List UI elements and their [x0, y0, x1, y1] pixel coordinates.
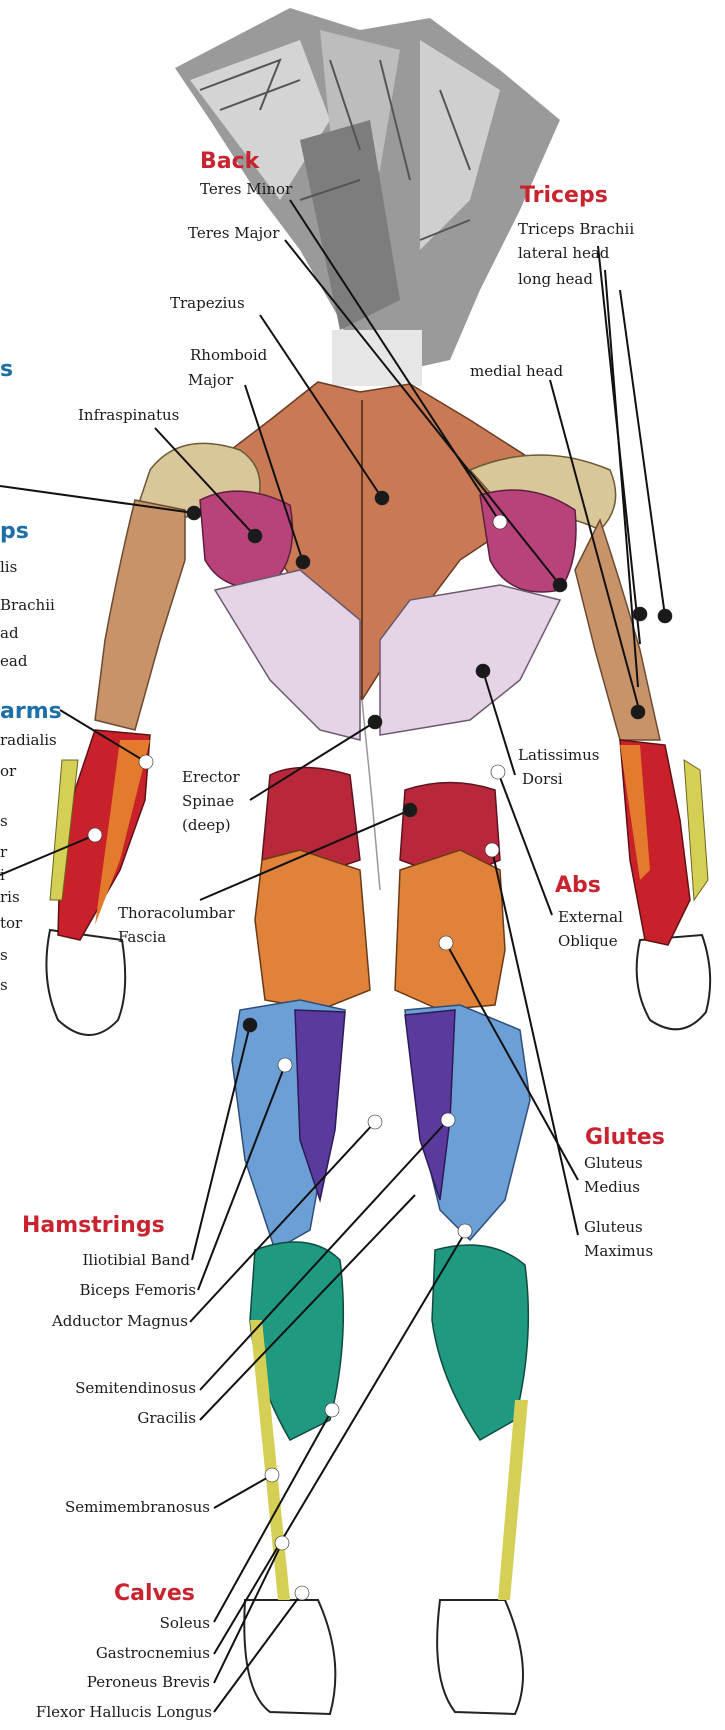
dot-semimembranosus [265, 1468, 279, 1482]
left-edge-cut-labels: lisBrachiiadeadradialisorsriristorss [0, 558, 57, 994]
dot-forearm-1 [139, 755, 153, 769]
group-title-hamstrings: Hamstrings [22, 1213, 165, 1238]
cut-label-5: or [0, 762, 17, 780]
label-lateral-head: lateral head [518, 244, 610, 262]
group-title-partial-2: ps [0, 519, 29, 544]
label-gluteus-medius-2: Medius [584, 1178, 640, 1196]
label-gluteus-maximus-1: Gluteus [584, 1218, 643, 1236]
cut-label-0: lis [0, 558, 17, 576]
cut-label-12: s [0, 976, 8, 994]
dot-medial-head [631, 705, 645, 719]
dot-triceps-brachii [633, 607, 647, 621]
cut-label-9: ris [0, 888, 20, 906]
label-semimembranosus: Semimembranosus [65, 1498, 210, 1516]
dot-deltoid [187, 506, 201, 520]
dot-semitendinosus [441, 1113, 455, 1127]
label-teres-minor: Teres Minor [200, 180, 293, 198]
label-peroneus-brevis: Peroneus Brevis [87, 1673, 210, 1691]
cut-label-11: s [0, 946, 8, 964]
label-soleus: Soleus [160, 1614, 210, 1632]
group-title-glutes: Glutes [585, 1125, 665, 1150]
cut-label-6: s [0, 812, 8, 830]
dot-thoracolumbar [403, 803, 417, 817]
dot-gastrocnemius [325, 1403, 339, 1417]
dot-gluteus-maximus [439, 936, 453, 950]
dot-trapezius [375, 491, 389, 505]
dot-external-oblique [485, 843, 499, 857]
label-iliotibial-band: Iliotibial Band [82, 1251, 190, 1269]
group-title-abs: Abs [555, 873, 601, 898]
label-thoracolumbar-2: Fascia [118, 928, 166, 946]
dot-adductor-magnus [368, 1115, 382, 1129]
label-rhomboid-1: Rhomboid [190, 346, 268, 364]
label-flexor-hallucis-longus: Flexor Hallucis Longus [36, 1703, 212, 1721]
label-latissimus-2: Dorsi [522, 770, 563, 788]
group-title-partial-3: arms [0, 699, 62, 724]
label-semitendinosus: Semitendinosus [75, 1379, 196, 1397]
group-title-partial-1: s [0, 357, 13, 382]
dot-flexor-hallucis [295, 1586, 309, 1600]
group-title-triceps: Triceps [520, 183, 608, 208]
label-trapezius: Trapezius [170, 294, 245, 312]
label-gluteus-medius-1: Gluteus [584, 1154, 643, 1172]
cut-label-1: Brachii [0, 596, 55, 614]
cut-label-7: r [0, 843, 8, 861]
dot-peroneus-brevis [275, 1536, 289, 1550]
label-rhomboid-2: Major [188, 371, 234, 389]
label-triceps-brachii: Triceps Brachii [518, 220, 634, 238]
dot-latissimus [476, 664, 490, 678]
dot-teres-minor [493, 515, 507, 529]
label-adductor-magnus: Adductor Magnus [51, 1312, 188, 1330]
label-external-1: External [558, 908, 623, 926]
dot-iliotibial-band [243, 1018, 257, 1032]
label-thoracolumbar-1: Thoracolumbar [118, 904, 235, 922]
label-gluteus-maximus-2: Maximus [584, 1242, 653, 1260]
cut-label-4: radialis [0, 731, 57, 749]
dot-forearm-2 [88, 828, 102, 842]
label-latissimus-1: Latissimus [518, 746, 600, 764]
label-gastrocnemius: Gastrocnemius [96, 1644, 210, 1662]
dot-rhomboid [296, 555, 310, 569]
label-infraspinatus: Infraspinatus [78, 406, 179, 424]
label-erector-2: Spinae [182, 792, 234, 810]
label-erector-1: Erector [182, 768, 240, 786]
upper-back-muscles [140, 382, 616, 890]
label-medial-head: medial head [470, 362, 563, 380]
calf-muscles [250, 1242, 528, 1600]
dot-biceps-femoris [278, 1058, 292, 1072]
label-teres-major: Teres Major [188, 224, 280, 242]
dot-lateral-head [658, 609, 672, 623]
dot-latissimus-lower [491, 765, 505, 779]
label-external-2: Oblique [558, 932, 618, 950]
dot-infraspinatus [248, 529, 262, 543]
dot-teres-major [553, 578, 567, 592]
label-biceps-femoris: Biceps Femoris [79, 1281, 196, 1299]
label-gracilis: Gracilis [137, 1409, 196, 1427]
label-erector-3: (deep) [182, 816, 231, 834]
group-title-calves: Calves [114, 1581, 195, 1606]
dot-gracilis [458, 1224, 472, 1238]
dot-erector-spinae [368, 715, 382, 729]
cut-label-10: tor [0, 914, 23, 932]
cut-label-2: ad [0, 624, 19, 642]
group-title-back: Back [200, 149, 261, 174]
cut-label-3: ead [0, 652, 28, 670]
label-long-head: long head [518, 270, 593, 288]
